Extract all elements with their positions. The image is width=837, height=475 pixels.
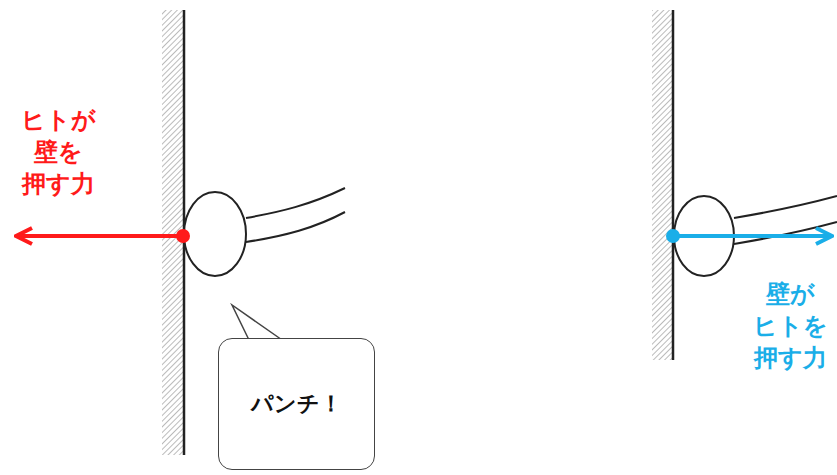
speech-tail	[232, 305, 285, 342]
arm-line	[734, 196, 837, 218]
force-label: ヒトが 壁を 押す力	[21, 104, 96, 200]
wall-line	[672, 10, 675, 360]
wall-hatch	[652, 10, 673, 360]
speech-text: パンチ！	[251, 389, 342, 419]
arm-line	[734, 222, 837, 244]
force-point	[666, 229, 680, 243]
arm-line	[246, 212, 345, 242]
arm-line	[246, 188, 345, 218]
speech-bubble: パンチ！	[218, 338, 375, 470]
force-point	[176, 229, 190, 243]
force-label: 壁が ヒトを 押す力	[753, 278, 828, 374]
force-arrow	[16, 234, 183, 238]
fist	[184, 192, 246, 276]
force-arrow	[673, 234, 832, 238]
